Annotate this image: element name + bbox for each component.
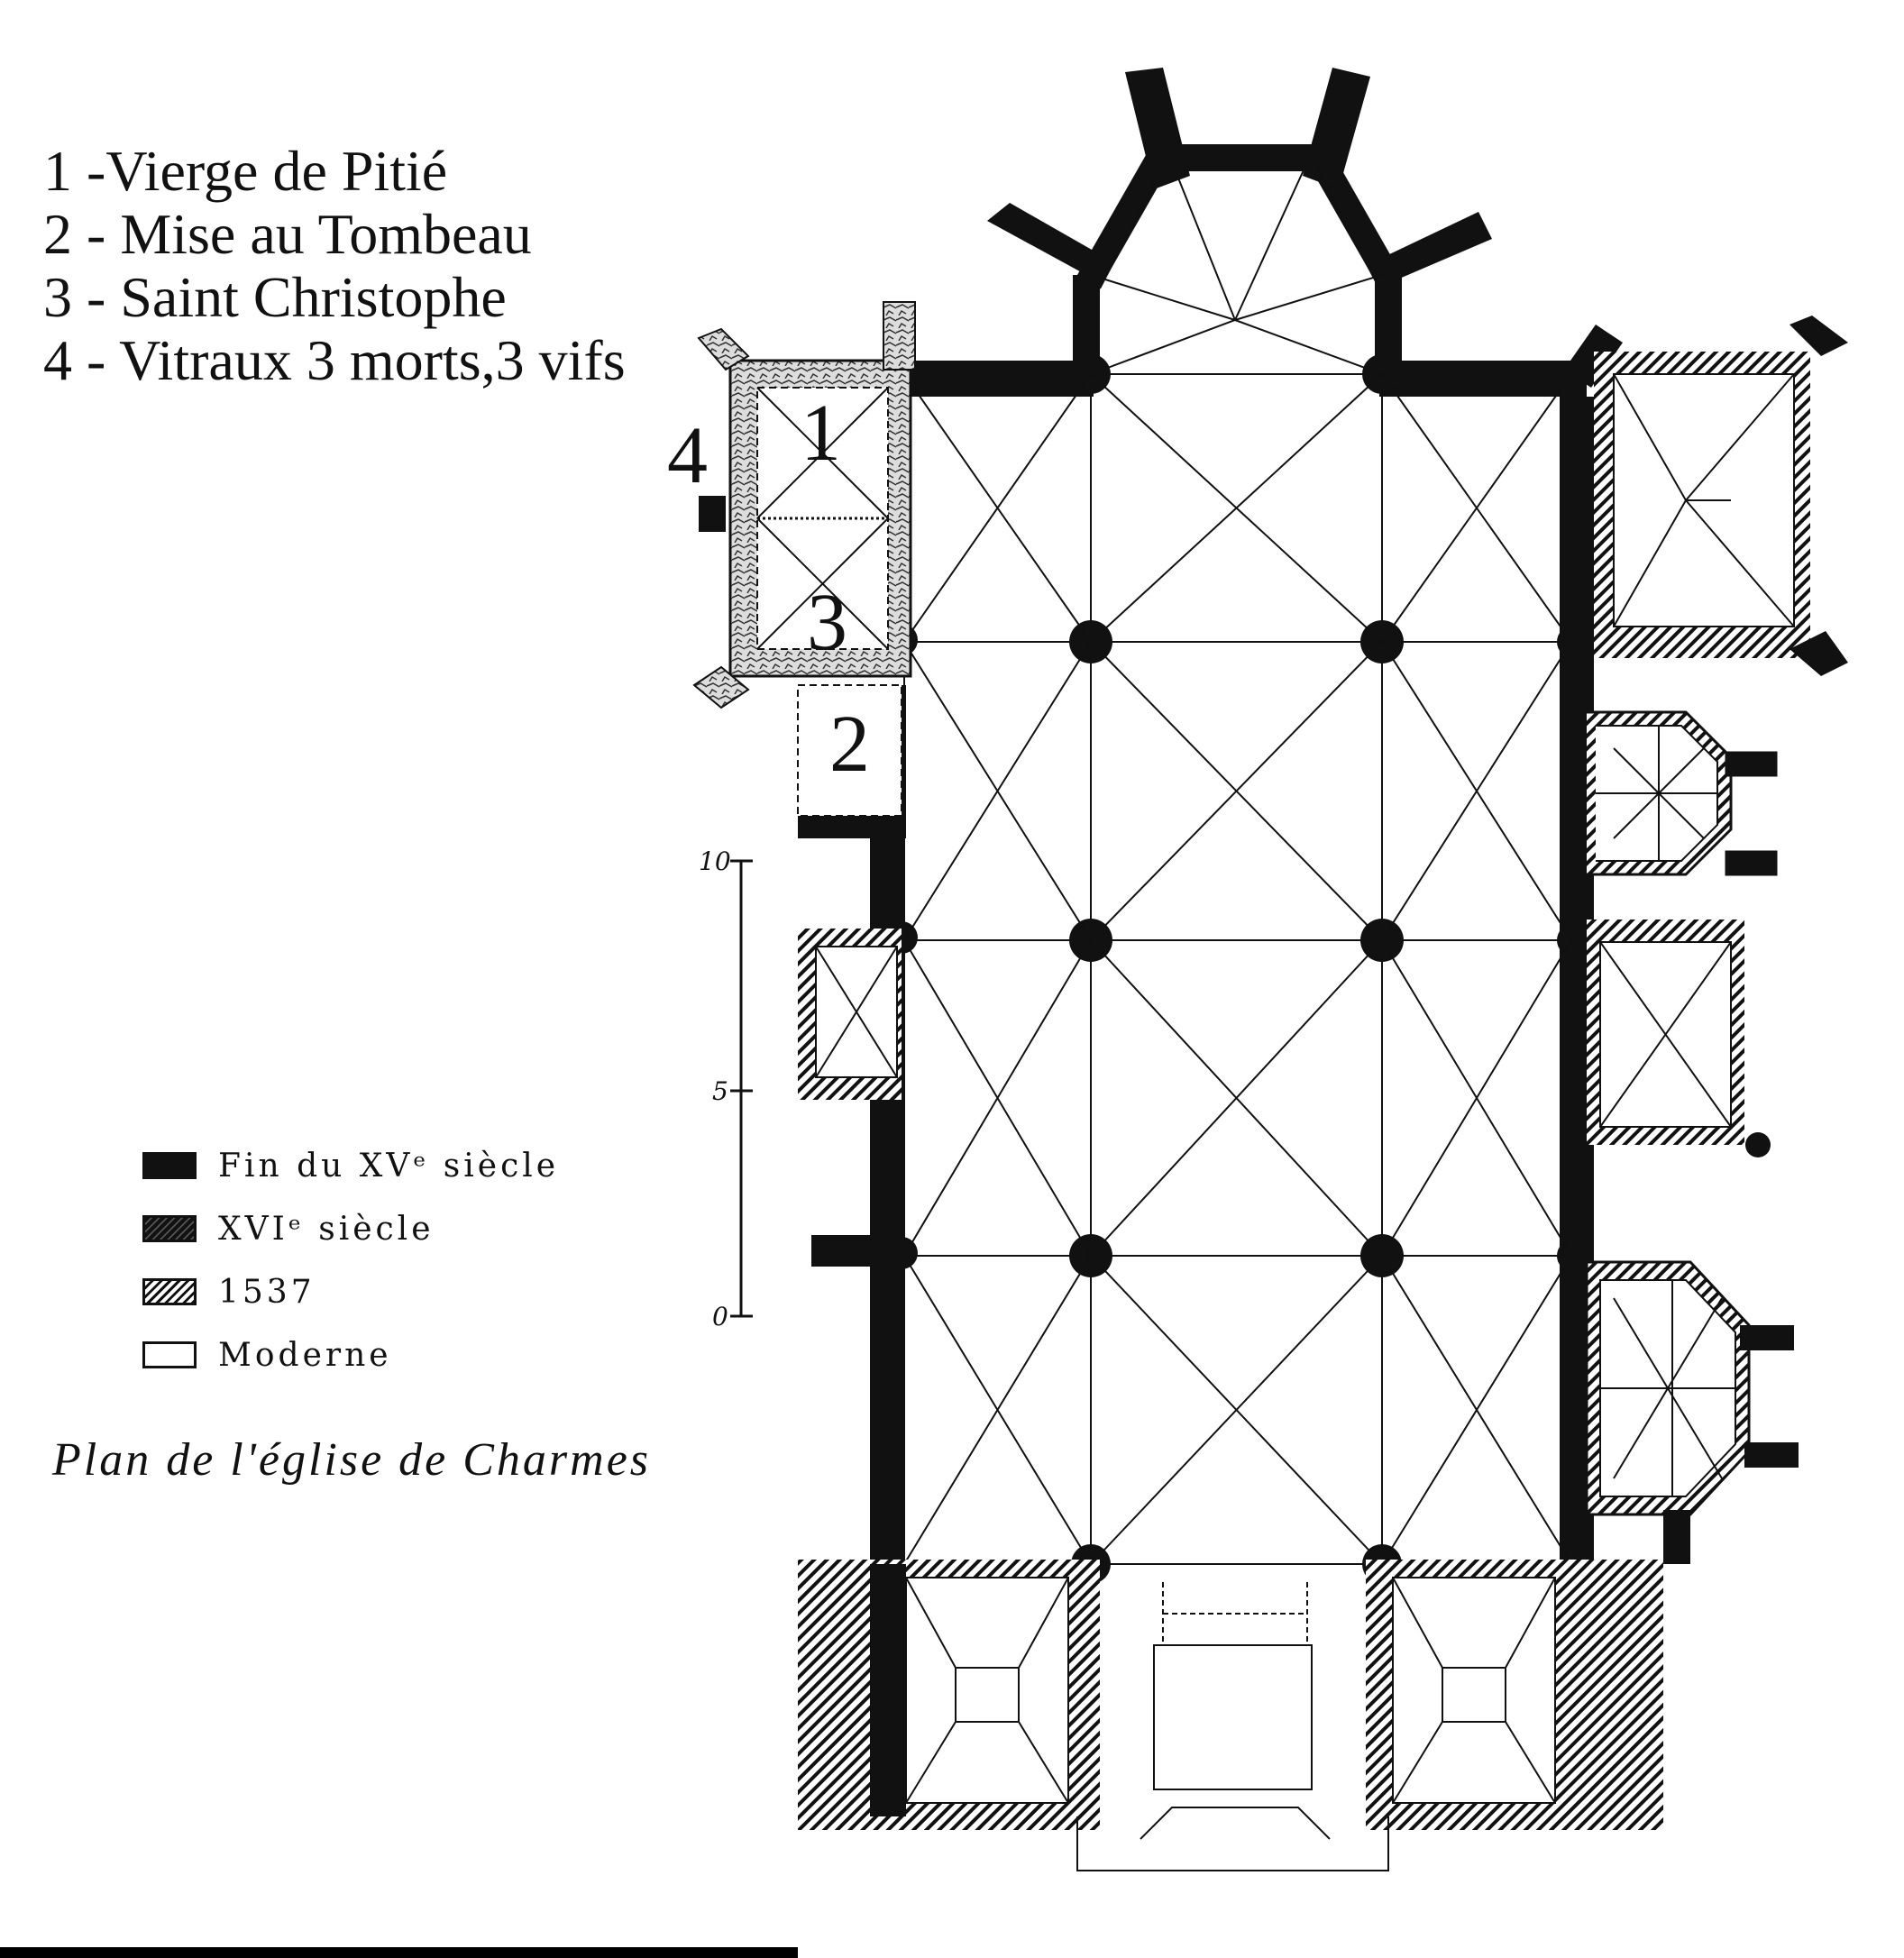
chapel-west-1537: [692, 301, 916, 709]
chapel-west-middle: [798, 929, 902, 1100]
scale-label-0: 0: [712, 1302, 728, 1331]
key-item-3: 3 - Saint Christophe: [43, 265, 507, 329]
legend-label: Moderne: [218, 1336, 392, 1374]
legend-item: Moderne: [142, 1323, 559, 1386]
scale-label-10: 10: [699, 846, 731, 876]
legend-item: 1537: [142, 1260, 559, 1323]
key-list: 1 -Vierge de Pitié 2 - Mise au Tombeau 3…: [43, 140, 626, 392]
key-item-1: 1 -Vierge de Pitié: [43, 139, 448, 203]
chapel-north-east: [1594, 316, 1848, 676]
legend: Fin du XVᵉ siècle XVIᵉ siècle 1537 Moder…: [142, 1134, 559, 1386]
marker-3: 3: [807, 578, 847, 667]
south-bays: [798, 1560, 1663, 1871]
scale-label-5: 5: [712, 1076, 728, 1106]
nave-lines: [903, 161, 1572, 1565]
legend-item: XVIᵉ siècle: [142, 1197, 559, 1260]
legend-swatch: [142, 1341, 197, 1368]
legend-swatch: [142, 1278, 197, 1305]
legend-label: Fin du XVᵉ siècle: [218, 1147, 560, 1185]
key-item-4: 4 - Vitraux 3 morts,3 vifs: [43, 328, 626, 392]
bottom-rule: [0, 1947, 798, 1958]
legend-swatch: [142, 1152, 197, 1179]
scale-bar: [730, 859, 753, 1318]
figure-caption: Plan de l'église de Charmes: [52, 1434, 652, 1486]
legend-item: Fin du XVᵉ siècle: [142, 1134, 559, 1197]
marker-4: 4: [667, 411, 708, 500]
legend-label: XVIᵉ siècle: [218, 1210, 435, 1248]
chapel-east-1: [1587, 710, 1778, 876]
chapel-west-2: [797, 684, 902, 817]
marker-2: 2: [829, 700, 870, 789]
legend-label: 1537: [218, 1273, 316, 1311]
marker-1: 1: [801, 389, 841, 478]
chapel-east-2: [1587, 920, 1771, 1157]
chapel-east-3: [1585, 1260, 1799, 1564]
key-item-2: 2 - Mise au Tombeau: [43, 202, 532, 266]
legend-swatch: [142, 1215, 197, 1242]
